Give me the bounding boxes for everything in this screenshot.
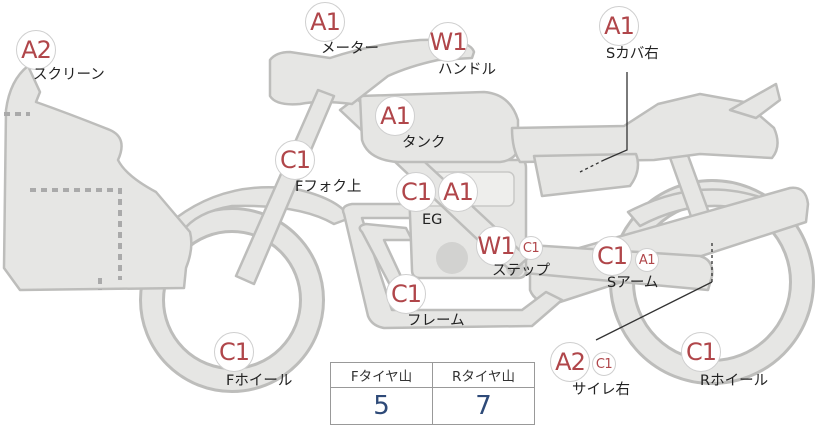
grade-badge-silencer-r-2: C1 — [592, 352, 616, 376]
grade-badge-step-2: C1 — [519, 236, 543, 260]
grade-badge-meter: A1 — [305, 2, 345, 42]
rear-tread-header: Rタイヤ山 — [432, 362, 535, 388]
grade-badge-engine-2: A1 — [438, 172, 478, 212]
grade-badge-engine-1: C1 — [396, 172, 436, 212]
label-silencer-r: サイレ右 — [572, 382, 630, 398]
side-cover-shape — [532, 152, 640, 198]
engine-cover — [436, 242, 468, 274]
tire-tread-table: Fタイヤ山 Rタイヤ山 5 7 — [330, 362, 535, 425]
grade-badge-rear-wheel: C1 — [681, 332, 721, 372]
grade-badge-handle: W1 — [428, 22, 468, 62]
label-front-wheel: Fホイール — [226, 373, 293, 389]
label-screen: スクリーン — [33, 67, 105, 83]
grade-badge-swing-arm-2: A1 — [635, 248, 659, 272]
handlebar-shape — [268, 38, 476, 106]
grade-badge-swing-arm-1: C1 — [592, 236, 632, 276]
front-wheel-shape — [139, 207, 325, 393]
frame-shape — [341, 202, 564, 330]
label-tank: タンク — [402, 135, 446, 151]
grade-badge-frame: C1 — [386, 274, 426, 314]
grade-badge-silencer-r-1: A2 — [550, 342, 590, 382]
grade-badge-front-wheel: C1 — [214, 332, 254, 372]
grade-badge-screen: A2 — [16, 30, 56, 70]
grade-badge-side-cover-r: A1 — [599, 6, 639, 46]
leader-side-cover-dash — [579, 159, 605, 173]
front-fender-shape — [174, 186, 352, 234]
leader-silencer — [595, 281, 713, 341]
label-rear-wheel: Rホイール — [700, 373, 769, 389]
leader-side-cover — [603, 72, 628, 161]
rear-tread-value: 7 — [432, 387, 535, 425]
label-engine: EG — [422, 212, 443, 228]
windscreen-shape — [2, 64, 193, 292]
front-fork-shape — [234, 88, 336, 286]
seat-shape — [510, 92, 779, 164]
grade-badge-tank: A1 — [375, 96, 415, 136]
tail-shape — [728, 82, 782, 120]
grade-badge-fork-upper: C1 — [275, 140, 315, 180]
label-meter: メーター — [321, 41, 379, 57]
label-step: ステップ — [492, 263, 550, 279]
grade-badge-step-1: W1 — [476, 226, 516, 266]
front-tread-value: 5 — [330, 387, 433, 425]
label-swing-arm: Sアーム — [607, 275, 659, 291]
label-fork-upper: Fフォク上 — [295, 179, 362, 195]
front-tread-header: Fタイヤ山 — [330, 362, 433, 388]
label-frame: フレーム — [407, 313, 465, 329]
label-side-cover-r: Sカバ右 — [606, 46, 659, 62]
windscreen-dash — [4, 112, 122, 290]
label-handle: ハンドル — [438, 62, 496, 78]
